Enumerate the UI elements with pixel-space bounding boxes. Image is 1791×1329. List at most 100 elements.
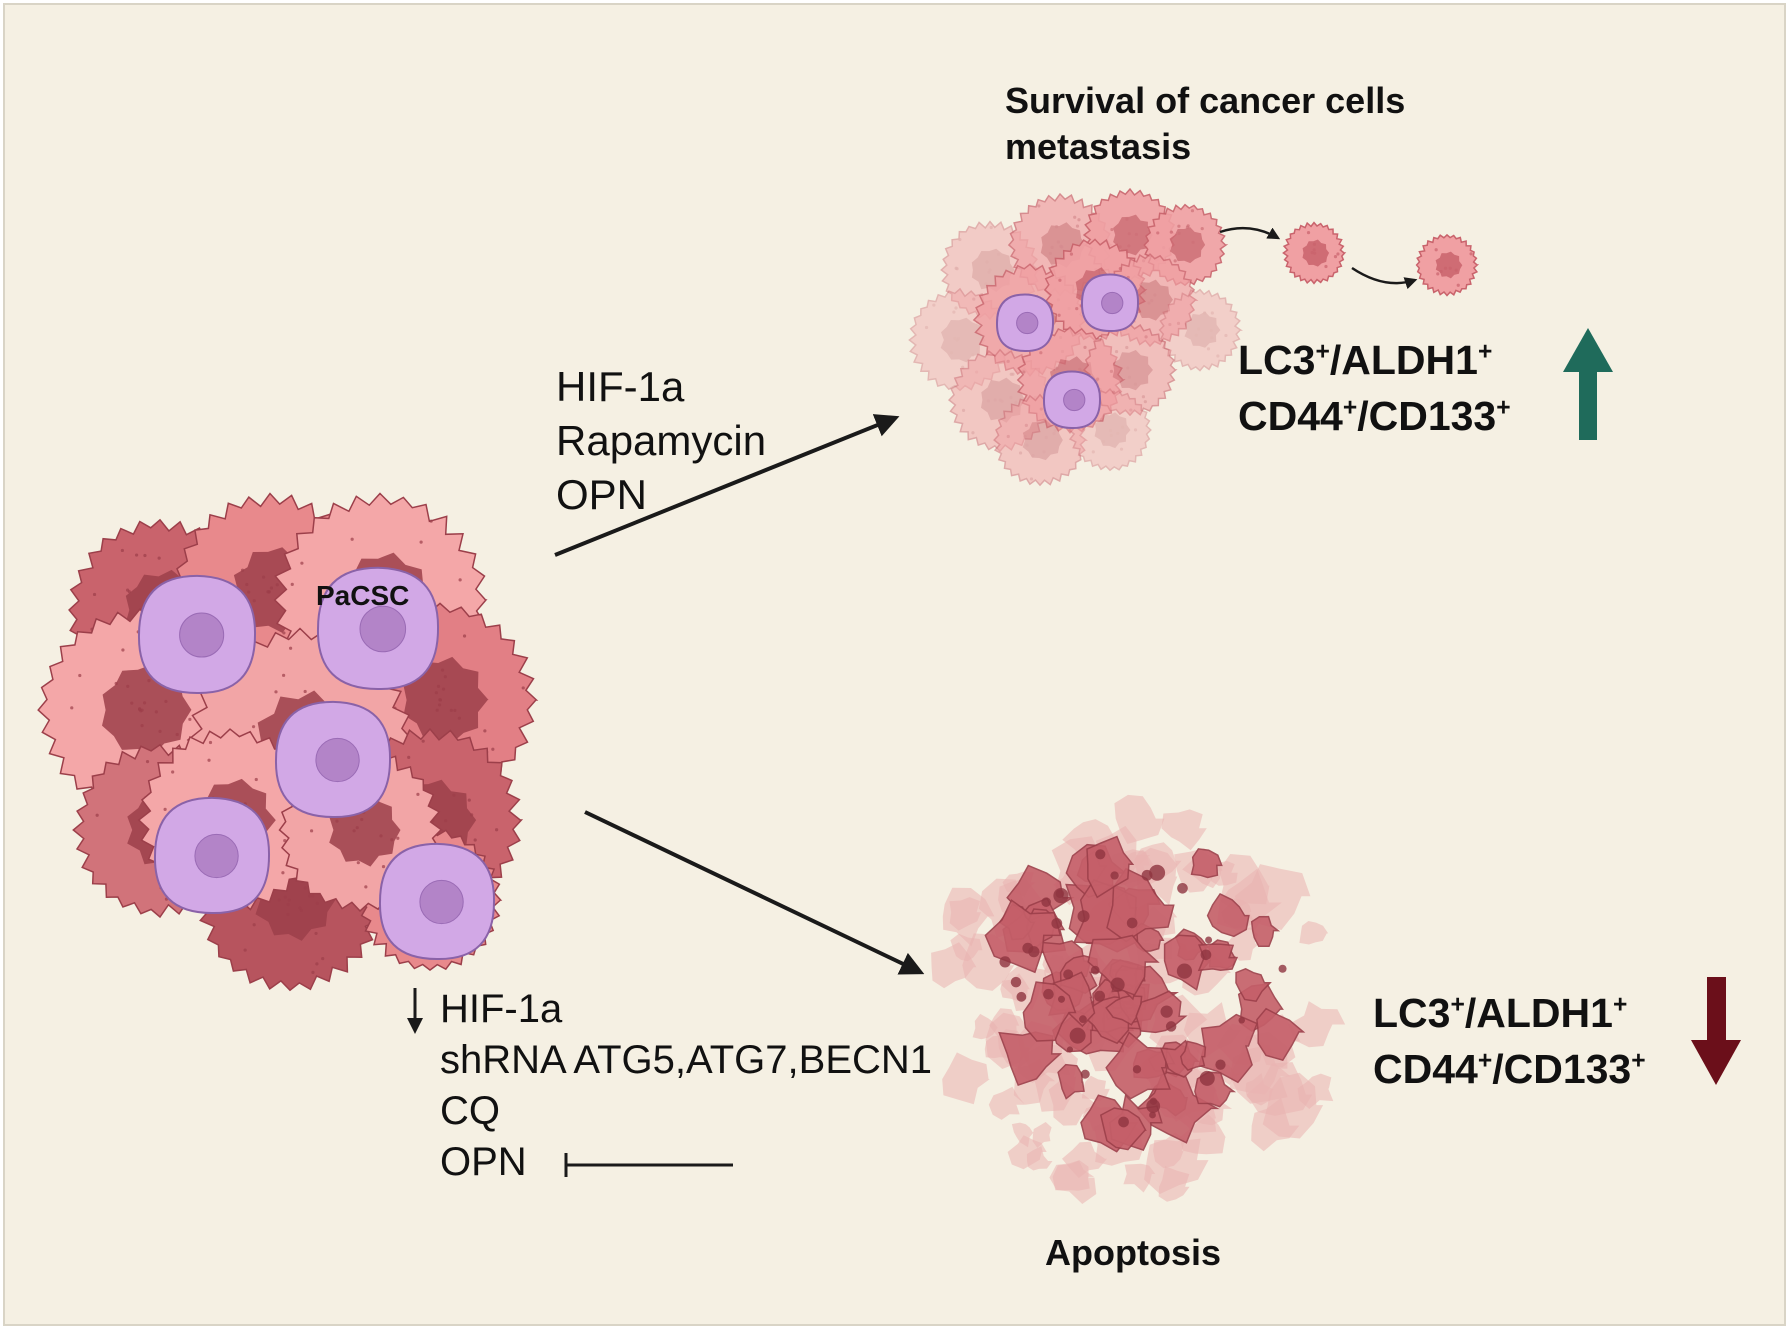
factor-hif1a: HIF-1a (556, 363, 685, 410)
stem-cell (316, 566, 440, 691)
stem-cell (378, 842, 496, 961)
apoptotic-granule (1077, 910, 1090, 923)
apoptotic-granule (999, 956, 1011, 968)
factor-cq: CQ (440, 1089, 500, 1133)
factor-rapamycin: Rapamycin (556, 417, 767, 464)
apoptotic-granule (1176, 963, 1193, 979)
apoptotic-granule (1149, 1111, 1156, 1119)
migration-arrow-2 (1351, 266, 1418, 290)
apoptotic-granule (1110, 977, 1125, 992)
apoptotic-granule (1022, 942, 1034, 954)
apoptotic-fragment (942, 1052, 990, 1105)
survival-title: Survival of cancer cells metastasis (1005, 78, 1405, 170)
apoptotic-fragment (1062, 819, 1116, 863)
apoptotic-body (1190, 848, 1223, 879)
activation-arrow (554, 414, 900, 557)
apoptotic-body (1106, 867, 1175, 943)
apoptotic-granule (1069, 1027, 1086, 1044)
apoptotic-granule (1160, 1005, 1173, 1018)
apoptotic-granule (1146, 1099, 1161, 1113)
apoptotic-body (1235, 967, 1272, 1003)
apoptotic-granule (1094, 990, 1106, 1002)
apoptotic-granule (1118, 1116, 1129, 1128)
tumor-cluster (37, 492, 539, 992)
apoptotic-granule (1205, 936, 1213, 944)
apoptotic-fragment (1218, 854, 1270, 910)
apoptotic-granule (1177, 882, 1188, 894)
activation-factors: HIF-1a Rapamycin OPN (556, 360, 766, 522)
migrating-cell (1415, 233, 1480, 297)
apoptotic-granule (1095, 849, 1106, 860)
apoptotic-granule (1200, 949, 1212, 961)
migrating-cell (1282, 221, 1347, 285)
metastasis-stem-cell (1080, 273, 1140, 333)
metastasis-cell (1158, 288, 1243, 372)
apoptotic-body (1256, 1007, 1306, 1061)
apoptotic-fragment (1081, 1075, 1110, 1102)
apoptotic-body (984, 899, 1062, 974)
apoptotic-granule (1165, 1021, 1177, 1032)
apoptotic-granule (1041, 897, 1051, 907)
apoptotic-fragment (1299, 921, 1329, 945)
up-arrow-icon (1563, 328, 1613, 440)
apoptotic-granule (1199, 1070, 1215, 1086)
factor-opn: OPN (556, 471, 648, 518)
apoptotic-granule (1080, 1069, 1090, 1079)
apoptotic-granule (1238, 1017, 1245, 1024)
apoptotic-granule (1132, 1065, 1142, 1074)
apoptotic-granule (1126, 917, 1138, 929)
metastasis-stem-cell (1042, 370, 1102, 430)
apoptotic-granule (1215, 1059, 1226, 1070)
factor-hif1a-down: HIF-1a (440, 987, 563, 1031)
apoptotic-granule (1149, 864, 1166, 881)
apoptotic-fragment (1114, 794, 1165, 844)
migration-arrow-1 (1219, 226, 1281, 240)
metastasis-cluster (908, 187, 1480, 487)
down-arrow-icon (1691, 977, 1741, 1085)
apoptosis-title: Apoptosis (1045, 1232, 1221, 1273)
apoptotic-granule (1278, 964, 1287, 973)
apoptotic-fragment (1032, 1122, 1052, 1148)
apoptotic-granule (1090, 965, 1100, 975)
inhibition-factors: HIF-1a shRNA ATG5,ATG7,BECN1 CQ OPN (440, 984, 932, 1188)
markers-up-line2: CD44+/CD133+ (1238, 393, 1511, 439)
apoptotic-body (1105, 995, 1143, 1026)
metastasis-stem-cell (995, 293, 1055, 353)
small-down-arrow-icon (407, 988, 423, 1034)
apoptotic-fragment (1158, 1166, 1190, 1202)
markers-down-line2: CD44+/CD133+ (1373, 1046, 1646, 1092)
markers-up-line1: LC3+/ALDH1+ (1238, 337, 1493, 383)
inhibition-bar-icon (564, 1153, 733, 1177)
apoptotic-fragment (1161, 809, 1207, 851)
apoptotic-granule (1043, 988, 1054, 1000)
apoptotic-granule (1141, 869, 1153, 881)
survival-title-line2: metastasis (1005, 126, 1192, 167)
stem-cell (153, 796, 271, 915)
stem-cell (137, 574, 257, 695)
apoptotic-granule (1079, 1015, 1087, 1024)
apoptotic-granule (1066, 1046, 1074, 1053)
survival-title-line1: Survival of cancer cells (1005, 80, 1406, 121)
apoptotic-body (1198, 1013, 1258, 1084)
markers-up: LC3+/ALDH1+ CD44+/CD133+ (1238, 332, 1511, 444)
apoptotic-granule (1110, 871, 1119, 880)
apoptosis-cluster (931, 794, 1346, 1204)
stem-cell (274, 700, 392, 819)
apoptotic-body (1179, 1040, 1207, 1071)
apoptotic-granule (1016, 991, 1027, 1002)
apoptotic-granule (1057, 995, 1066, 1003)
apoptotic-fragment (1062, 1141, 1107, 1179)
apoptotic-granule (1051, 917, 1063, 929)
apoptotic-body (1250, 915, 1281, 948)
apoptotic-granule (1063, 969, 1074, 980)
apoptotic-fragment (1297, 1073, 1334, 1109)
markers-down: LC3+/ALDH1+ CD44+/CD133+ (1373, 985, 1646, 1097)
stem-cell-label: PaCSC (316, 580, 410, 611)
markers-down-line1: LC3+/ALDH1+ (1373, 990, 1628, 1036)
apoptotic-body (1206, 893, 1250, 938)
factor-opn-down: OPN (440, 1140, 527, 1184)
apoptotic-granule (1010, 976, 1022, 988)
apoptotic-fragment (949, 897, 981, 931)
